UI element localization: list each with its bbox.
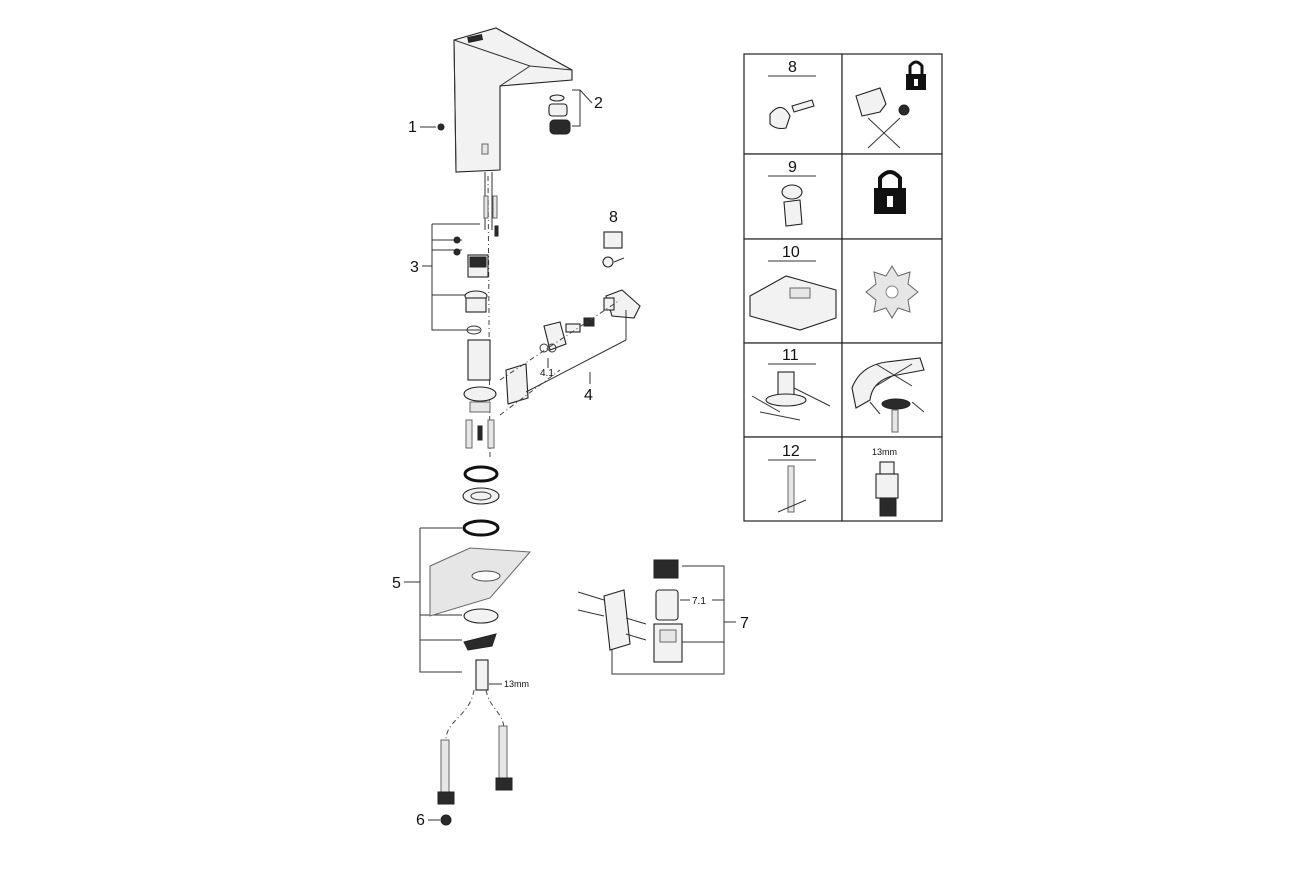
hose-braided-right <box>487 419 495 449</box>
seals-and-rings <box>462 465 500 537</box>
cartridge-parts <box>453 236 497 413</box>
socket-tool-icon <box>879 461 895 475</box>
mounting-plate <box>463 633 497 651</box>
legend-row-12-number: 12 <box>782 443 800 460</box>
key-tool-icon <box>787 465 795 513</box>
gear-icon <box>865 265 919 319</box>
callout-3: 3 <box>410 259 419 276</box>
faucet-spout <box>453 27 573 173</box>
countertop-section <box>429 547 532 617</box>
filter-icon <box>440 814 452 826</box>
callout-5: 5 <box>392 575 401 592</box>
spout-part-icon <box>851 357 925 409</box>
threaded-nut <box>475 659 489 691</box>
callout-1: 1 <box>408 119 417 136</box>
wrench-size-label: 13mm <box>504 679 529 689</box>
lock-icon <box>906 60 926 90</box>
legend-row-12-right-label: 13mm <box>872 447 897 457</box>
legend-table: 8 9 10 11 <box>743 53 943 522</box>
callout-2: 2 <box>594 95 603 112</box>
callout-4-1: 4.1 <box>540 368 554 379</box>
lever-part-icon <box>855 87 887 117</box>
washer <box>463 608 499 624</box>
cover-plate <box>603 231 623 249</box>
legend-row-11-number: 11 <box>782 347 799 364</box>
temperature-lever-assembly <box>505 289 641 405</box>
remote-control-icon <box>749 275 837 331</box>
legend-row-8-number: 8 <box>788 59 797 76</box>
lock-icon <box>874 170 906 214</box>
callout-4: 4 <box>584 387 593 404</box>
legend-row-9-number: 9 <box>788 159 797 176</box>
aerator-parts <box>548 94 571 135</box>
callout-7: 7 <box>740 615 749 632</box>
legend-row-10-number: 10 <box>782 244 800 261</box>
hose-braided-left <box>465 419 473 449</box>
callout-6: 6 <box>416 812 425 829</box>
screw-icon <box>437 123 445 131</box>
callout-7-1: 7.1 <box>692 596 706 607</box>
control-box-assembly <box>577 559 683 663</box>
hose-left <box>440 739 450 793</box>
callout-8: 8 <box>609 209 618 226</box>
hose-right <box>498 725 508 779</box>
